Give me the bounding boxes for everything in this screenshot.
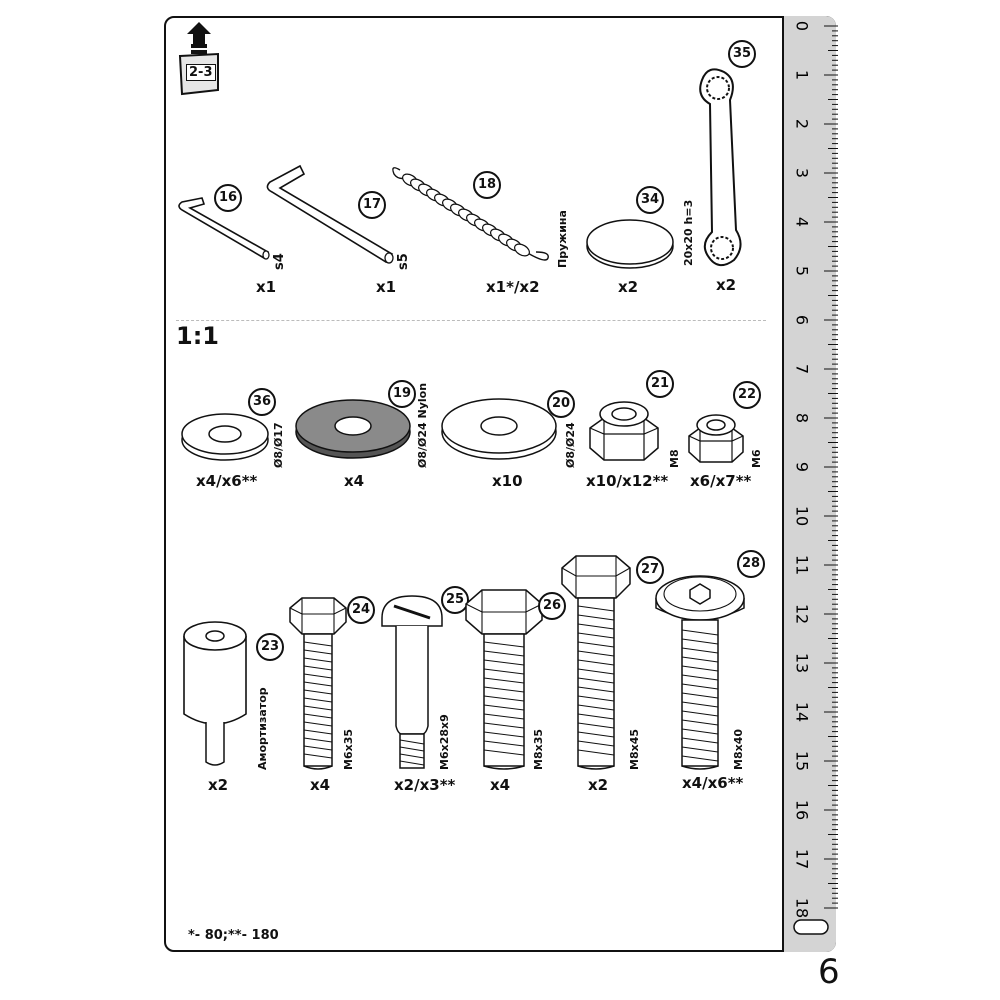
felt-pad-icon (586, 219, 674, 269)
part-callout-18: 18 (473, 171, 501, 199)
section-divider (176, 320, 766, 321)
part-callout-28: 28 (737, 550, 765, 578)
part-25-size: M6x28x9 (438, 714, 451, 770)
part-21-qty: x10/x12** (586, 472, 669, 490)
part-22-qty: x6/x7** (690, 472, 752, 490)
ruler-label: 1 (793, 70, 812, 80)
part-27-qty: x2 (588, 776, 609, 794)
part-23-qty: x2 (208, 776, 229, 794)
part-callout-20: 20 (547, 390, 575, 418)
part-25-qty: x2/x3** (394, 776, 456, 794)
part-callout-23: 23 (256, 633, 284, 661)
part-24-qty: x4 (310, 776, 331, 794)
washer-large-icon (441, 398, 557, 460)
part-21-size: M8 (668, 449, 681, 468)
part-28-qty: x4/x6** (682, 774, 744, 792)
ruler-label: 13 (793, 653, 812, 673)
part-callout-26: 26 (538, 592, 566, 620)
part-19-qty: x4 (344, 472, 365, 490)
part-35-qty: x2 (716, 276, 737, 294)
hex-key-s5-icon (266, 164, 394, 264)
ruler-label: 9 (793, 462, 812, 472)
part-callout-36: 36 (248, 388, 276, 416)
part-22-size: M6 (750, 449, 763, 468)
part-callout-24: 24 (347, 596, 375, 624)
ruler-label: 15 (793, 751, 812, 771)
part-callout-25: 25 (441, 586, 469, 614)
ruler-hang-hole (793, 919, 829, 935)
ruler-label: 8 (793, 413, 812, 423)
part-callout-17: 17 (358, 191, 386, 219)
part-36-size: Ø8/Ø17 (272, 422, 285, 468)
page-reference-icon[interactable] (174, 20, 224, 100)
hex-key-s4-icon (178, 197, 270, 260)
part-callout-19: 19 (388, 380, 416, 408)
ruler-label: 10 (793, 506, 812, 526)
bolt-m8x45-icon (561, 555, 631, 770)
part-17-qty: x1 (376, 278, 397, 296)
part-16-qty: x1 (256, 278, 277, 296)
lock-nut-m6-icon (688, 414, 744, 463)
part-callout-35: 35 (728, 40, 756, 68)
ruler-label: 14 (793, 702, 812, 722)
part-28-size: M8x40 (732, 728, 745, 770)
lock-nut-m8-icon (589, 401, 659, 461)
ruler-label: 6 (793, 315, 812, 325)
part-20-size: Ø8/Ø24 (564, 422, 577, 468)
ruler-label: 2 (793, 119, 812, 129)
footnote: *- 80;**- 180 (188, 928, 279, 943)
page-reference-badge: 2-3 (186, 64, 216, 81)
part-20-qty: x10 (492, 472, 523, 490)
part-36-qty: x4/x6** (196, 472, 258, 490)
part-callout-22: 22 (733, 381, 761, 409)
shoulder-bolt-m6x28x9-icon (381, 595, 443, 769)
ring-spanner-icon (699, 68, 742, 267)
nylon-washer-icon (295, 399, 411, 459)
shock-absorber-icon (183, 621, 247, 766)
ruler-label: 18 (793, 898, 812, 918)
hex-socket-bolt-m8x40-icon (655, 575, 745, 770)
ruler-label: 0 (793, 21, 812, 31)
ruler-label: 17 (793, 849, 812, 869)
bolt-m8x35-icon (465, 589, 543, 770)
ruler-label: 4 (793, 217, 812, 227)
part-27-size: M8x45 (628, 728, 641, 770)
ruler-label: 11 (793, 555, 812, 575)
washer-small-icon (181, 413, 269, 461)
part-18-qty: x1*/x2 (486, 278, 540, 296)
spring-icon (392, 167, 549, 261)
part-callout-16: 16 (214, 184, 242, 212)
part-26-size: M8x35 (532, 728, 545, 770)
spring-label: Пружина (556, 210, 569, 268)
ruler-label: 12 (793, 604, 812, 624)
part-34-qty: x2 (618, 278, 639, 296)
part-23-size: Амортизатор (256, 687, 269, 770)
ruler-label: 5 (793, 266, 812, 276)
part-callout-21: 21 (646, 370, 674, 398)
ruler-label: 7 (793, 364, 812, 374)
part-19-size: Ø8/Ø24 Nylon (416, 382, 429, 468)
part-26-qty: x4 (490, 776, 511, 794)
part-callout-27: 27 (636, 556, 664, 584)
ruler-label: 16 (793, 800, 812, 820)
part-24-size: M6x35 (342, 728, 355, 770)
scale-label: 1:1 (176, 322, 219, 350)
bolt-m6x35-icon (289, 597, 347, 770)
ruler-label: 3 (793, 168, 812, 178)
part-callout-34: 34 (636, 186, 664, 214)
page-number: 6 (818, 952, 840, 992)
